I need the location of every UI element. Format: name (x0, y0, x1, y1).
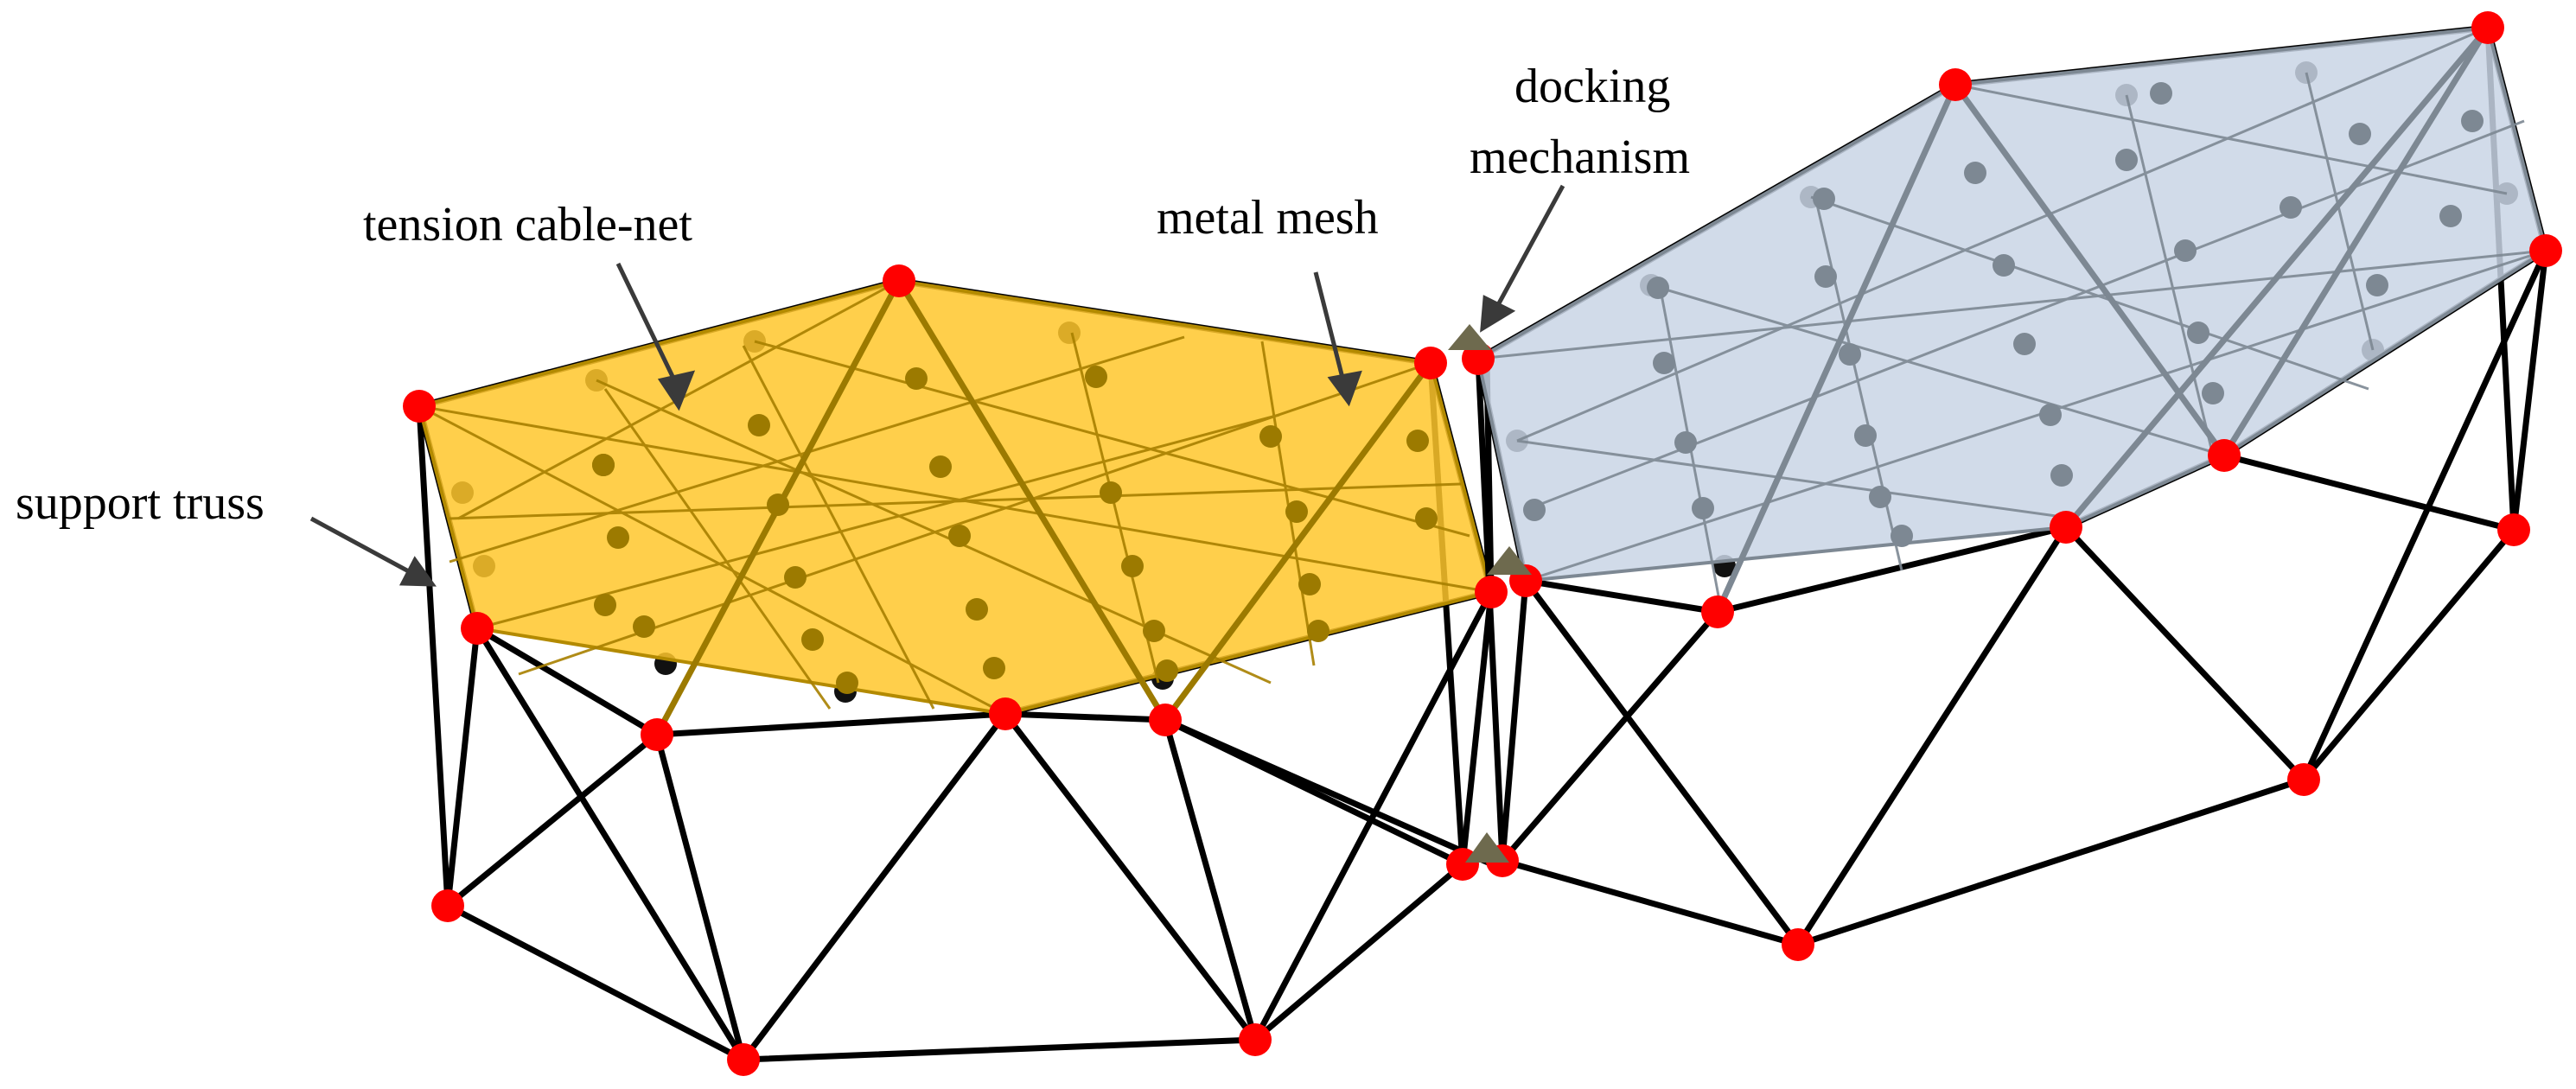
annotation-arrows (309, 184, 1565, 587)
docking-mechanism-markers (1448, 324, 1532, 863)
metal-mesh-nodes (592, 366, 1438, 694)
left-module (416, 277, 1495, 1063)
metal-mesh-lines (418, 279, 1492, 716)
right-mesh-nodes (1523, 82, 2484, 547)
truss-nodes (403, 11, 2562, 1076)
label-tension-cable-net: tension cable-net (363, 198, 692, 252)
label-docking-line1: docking (1514, 60, 1670, 113)
label-docking-line2: mechanism (1470, 131, 1690, 184)
label-metal-mesh: metal mesh (1157, 191, 1379, 245)
label-support-truss: support truss (16, 476, 265, 530)
right-truss-through-mesh (1714, 25, 2490, 614)
